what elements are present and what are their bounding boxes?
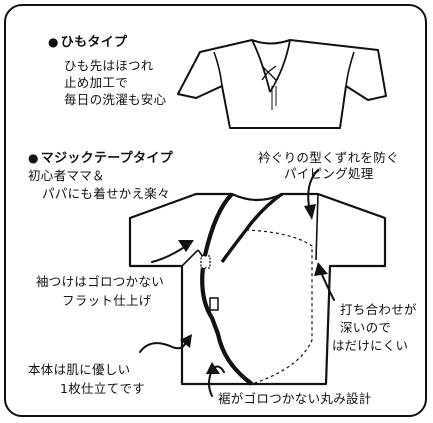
string-type-feature-line: 毎日の洗濯も安心 xyxy=(64,92,167,107)
overlap-callout-line: 打ち合わせが xyxy=(340,302,417,317)
arrow-hem-icon xyxy=(206,362,225,397)
arrow-sleeve-icon xyxy=(151,240,194,263)
string-type-feature-line: ひも先はほつれ xyxy=(64,58,154,73)
inner-overlap-dashed-line xyxy=(245,229,313,385)
velcro-type-feature-line: 初心者ママ＆ xyxy=(28,168,105,183)
arrow-collar-icon xyxy=(304,169,319,220)
sleeve-callout-line: フラット仕上げ xyxy=(62,293,152,308)
velcro-type-garment-illustration xyxy=(128,192,387,386)
string-tie-icon xyxy=(261,65,277,110)
overlap-callout-line: はだけにくい xyxy=(332,338,409,353)
string-type-garment-illustration xyxy=(177,39,387,129)
diagram-frame xyxy=(4,4,427,417)
collar-callout-line: 衿ぐりの型くずれを防ぐ xyxy=(258,150,399,165)
velcro-type-heading: ●マジックテープタイプ xyxy=(28,151,174,166)
velcro-tab-lower xyxy=(209,297,219,311)
hem-callout-text: 裾がゴロつかない丸み設計 xyxy=(218,391,372,406)
arrow-body-icon xyxy=(139,334,192,353)
arrow-overlap-icon xyxy=(314,262,335,301)
string-type-heading: ●ひもタイプ xyxy=(48,35,128,50)
bullet-icon: ● xyxy=(28,151,39,165)
velcro-type-feature-line: パパにも着せかえ楽々 xyxy=(42,186,171,201)
bullet-icon: ● xyxy=(48,35,59,49)
body-callout-line: 1枚仕立てです xyxy=(60,381,146,396)
overlap-callout-line: 深いので xyxy=(340,320,392,335)
sleeve-callout-line: 袖つけはゴロつかない xyxy=(36,274,165,289)
collar-callout-line: パイピング処理 xyxy=(284,166,374,181)
velcro-tab-upper xyxy=(200,255,211,269)
string-type-feature-line: 止め加工で xyxy=(64,75,129,90)
body-callout-line: 本体は肌に優しい xyxy=(28,362,131,377)
